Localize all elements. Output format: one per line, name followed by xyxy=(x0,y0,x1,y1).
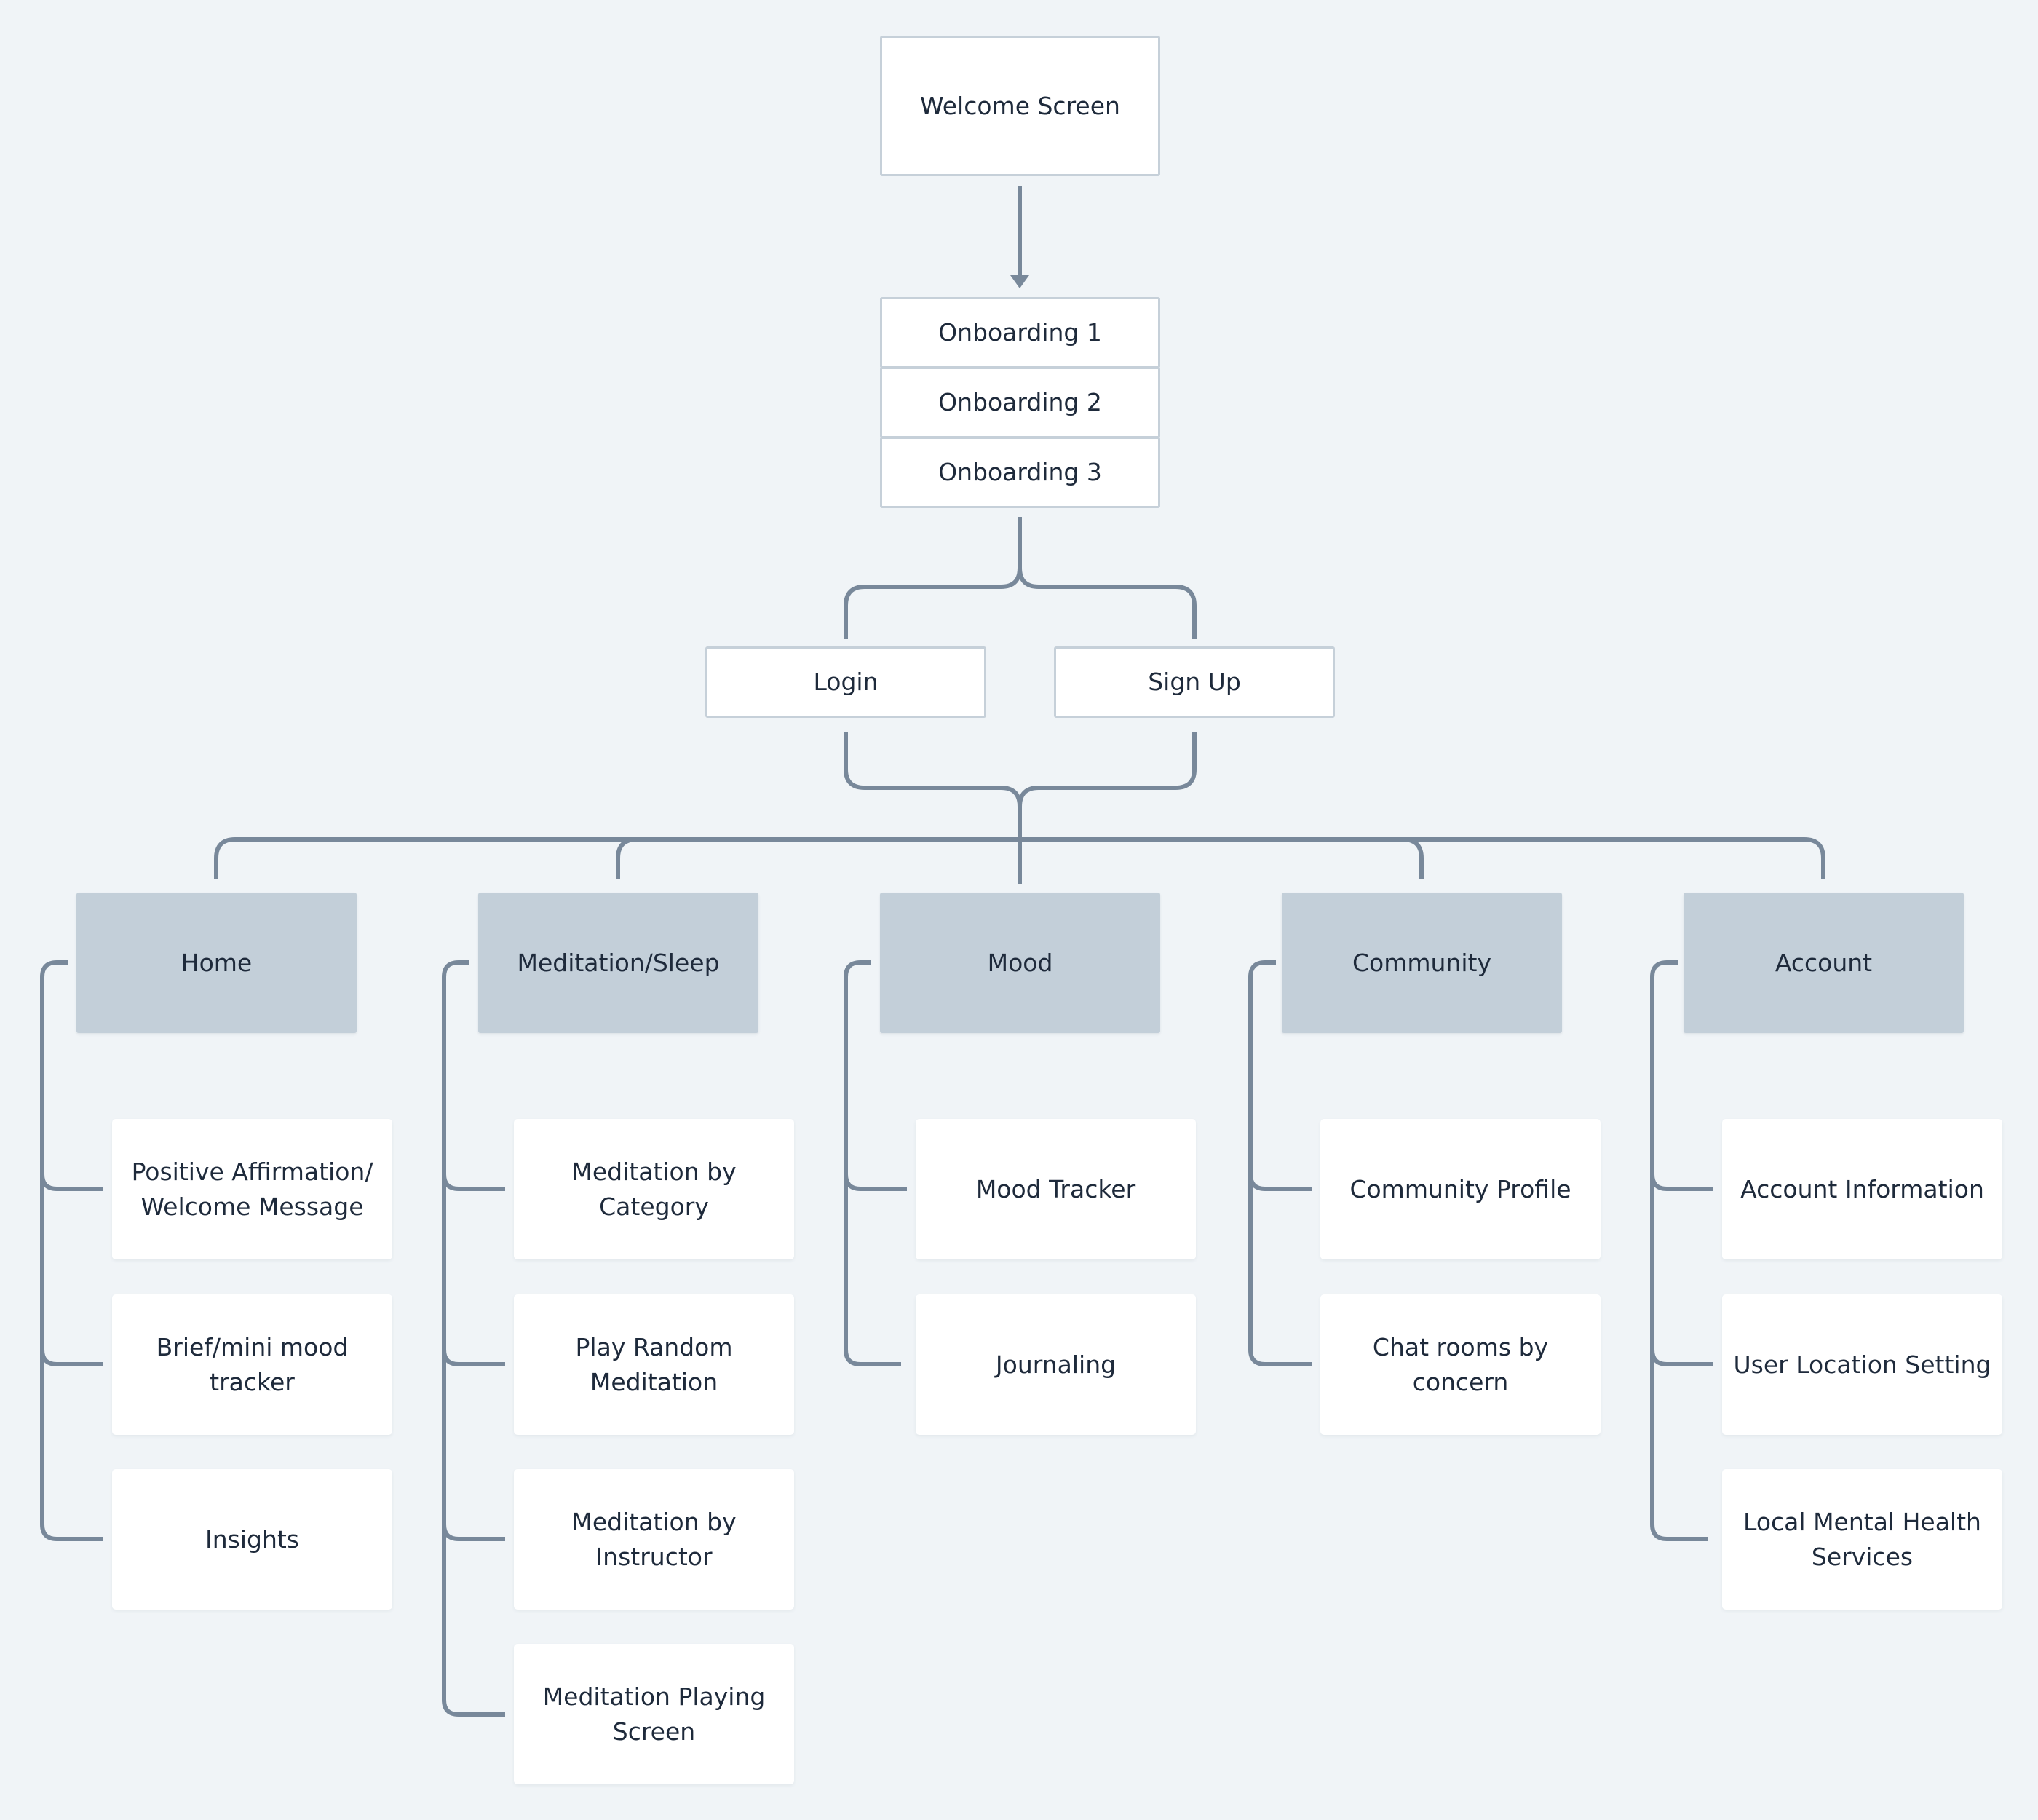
section-header-account: Account xyxy=(1684,893,1964,1033)
bracket-meditation-tick-2 xyxy=(442,1349,505,1366)
onboarding-2-node: Onboarding 2 xyxy=(880,367,1160,438)
login-node: Login xyxy=(705,646,986,718)
meditation-item-by-instructor: Meditation by Instructor xyxy=(514,1469,794,1610)
community-item-profile: Community Profile xyxy=(1320,1119,1601,1259)
meditation-item-by-category: Meditation by Category xyxy=(514,1119,794,1259)
community-item-chat-rooms: Chat rooms by concern xyxy=(1320,1294,1601,1435)
card-label: Positive Affirmation/ Welcome Message xyxy=(131,1157,373,1221)
home-item-positive-affirmation: Positive Affirmation/ Welcome Message xyxy=(112,1119,392,1259)
welcome-screen-label: Welcome Screen xyxy=(920,91,1120,120)
connector-section-bus xyxy=(214,837,1825,879)
bracket-home-tick-2 xyxy=(40,1349,103,1366)
section-header-label: Meditation/Sleep xyxy=(517,948,720,977)
bracket-meditation xyxy=(442,960,505,1717)
connector-bus-to-community xyxy=(1402,837,1424,879)
connector-signup-merge xyxy=(1018,732,1197,884)
signup-label: Sign Up xyxy=(1148,668,1241,696)
account-item-information: Account Information xyxy=(1722,1119,2002,1259)
meditation-item-play-random: Play Random Meditation xyxy=(514,1294,794,1435)
bracket-community xyxy=(1248,960,1312,1366)
mood-item-journaling: Journaling xyxy=(916,1294,1196,1435)
card-label: Community Profile xyxy=(1349,1174,1571,1203)
card-label: Brief/mini mood tracker xyxy=(156,1332,349,1396)
bracket-home xyxy=(40,960,103,1541)
onboarding-3-label: Onboarding 3 xyxy=(938,458,1102,486)
card-label: Meditation by Instructor xyxy=(571,1507,737,1571)
bracket-mood-tick-1 xyxy=(844,1174,907,1191)
card-label: Local Mental Health Services xyxy=(1743,1507,1981,1571)
connector-login-merge xyxy=(844,732,1022,807)
section-header-label: Account xyxy=(1775,948,1873,977)
section-header-label: Mood xyxy=(987,948,1053,977)
onboarding-1-node: Onboarding 1 xyxy=(880,297,1160,368)
card-label: Mood Tracker xyxy=(975,1174,1136,1203)
mood-item-mood-tracker: Mood Tracker xyxy=(916,1119,1196,1259)
connector-bus-to-meditation xyxy=(616,837,638,879)
home-item-mini-mood-tracker: Brief/mini mood tracker xyxy=(112,1294,392,1435)
card-label: Account Information xyxy=(1740,1174,1984,1203)
login-label: Login xyxy=(813,668,879,696)
onboarding-2-label: Onboarding 2 xyxy=(938,388,1102,416)
section-header-community: Community xyxy=(1282,893,1562,1033)
bracket-community-tick-1 xyxy=(1248,1174,1312,1191)
welcome-screen-node: Welcome Screen xyxy=(880,36,1160,176)
meditation-item-playing-screen: Meditation Playing Screen xyxy=(514,1644,794,1784)
section-header-mood: Mood xyxy=(880,893,1160,1033)
card-label: Chat rooms by concern xyxy=(1372,1332,1549,1396)
card-label: Meditation by Category xyxy=(571,1157,737,1221)
account-item-local-services: Local Mental Health Services xyxy=(1722,1469,2002,1610)
card-label: Play Random Meditation xyxy=(575,1332,733,1396)
bracket-account-tick-1 xyxy=(1650,1174,1713,1191)
card-label: User Location Setting xyxy=(1733,1350,1991,1379)
onboarding-1-label: Onboarding 1 xyxy=(938,318,1102,347)
home-item-insights: Insights xyxy=(112,1469,392,1610)
account-item-location-setting: User Location Setting xyxy=(1722,1294,2002,1435)
arrowhead-icon xyxy=(1010,275,1029,288)
card-label: Meditation Playing Screen xyxy=(542,1682,766,1746)
section-header-label: Community xyxy=(1352,948,1491,977)
connector-onboarding-to-login xyxy=(844,517,1022,639)
bracket-home-tick-1 xyxy=(40,1174,103,1191)
connector-onboarding-to-signup xyxy=(1018,567,1197,639)
card-label: Insights xyxy=(205,1524,299,1554)
bracket-account xyxy=(1650,960,1708,1541)
section-header-meditation-sleep: Meditation/Sleep xyxy=(478,893,758,1033)
signup-node: Sign Up xyxy=(1054,646,1335,718)
section-header-home: Home xyxy=(76,893,357,1033)
bracket-meditation-tick-1 xyxy=(442,1174,505,1191)
onboarding-3-node: Onboarding 3 xyxy=(880,437,1160,508)
section-header-label: Home xyxy=(181,948,253,977)
bracket-account-tick-2 xyxy=(1650,1349,1713,1366)
bracket-meditation-tick-3 xyxy=(442,1524,505,1541)
card-label: Journaling xyxy=(995,1350,1117,1379)
bracket-mood xyxy=(844,960,901,1366)
